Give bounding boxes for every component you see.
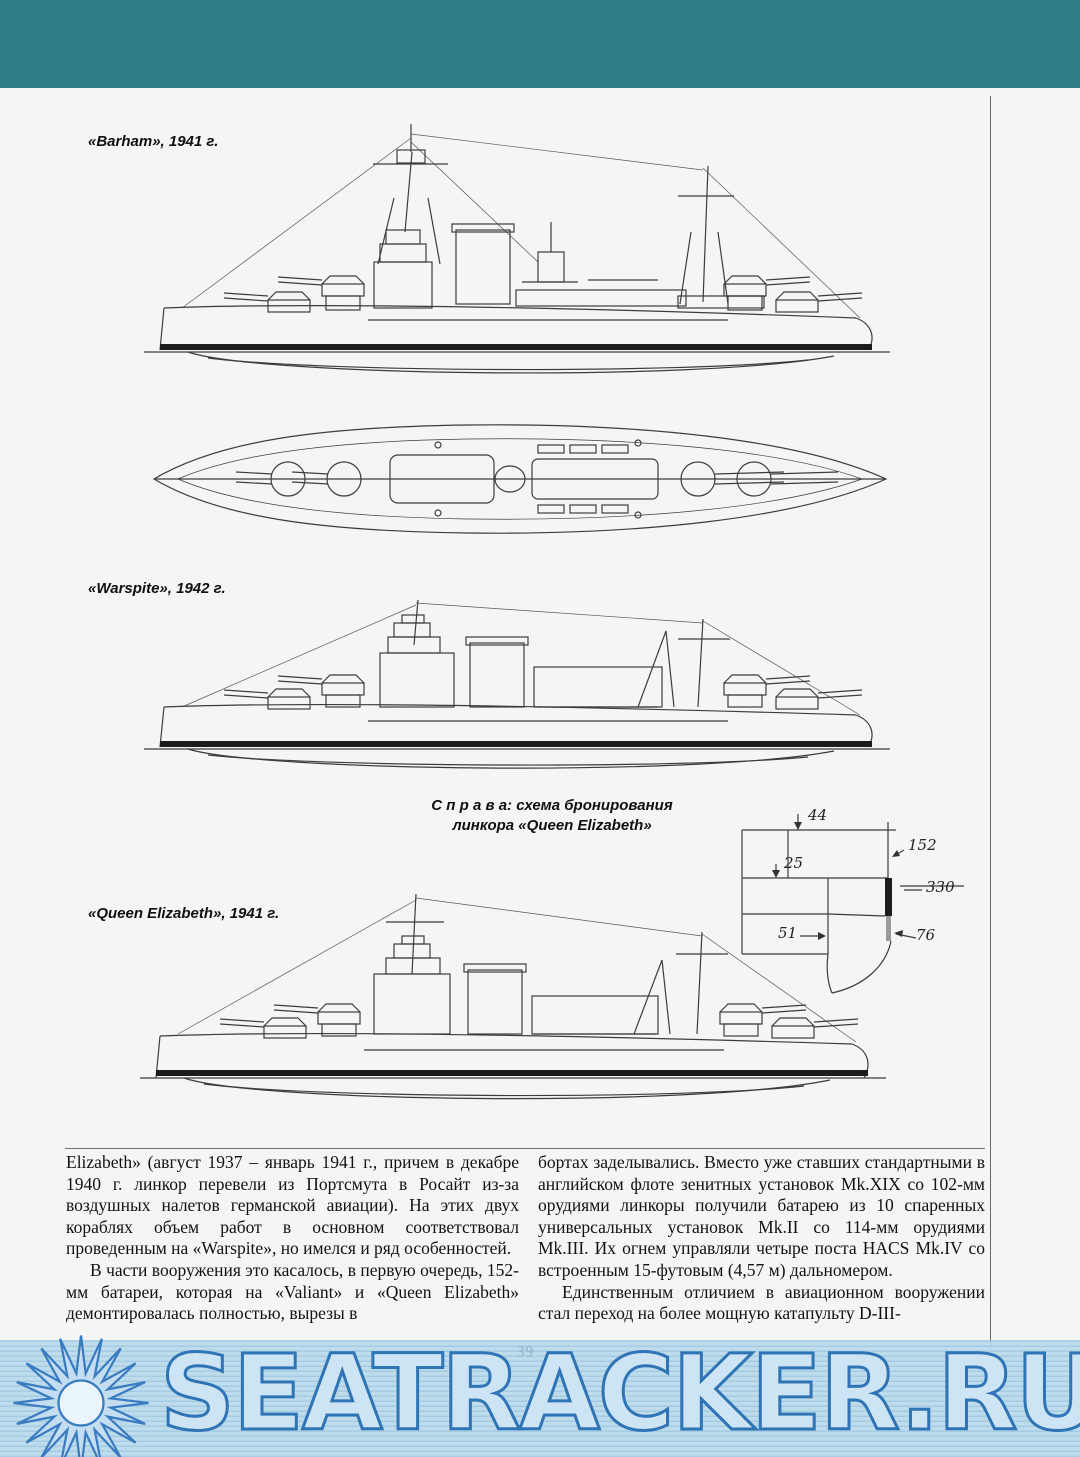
queen-elizabeth-figure-label: «Queen Elizabeth», 1941 г. (88, 905, 280, 922)
armor-scheme-lineart (741, 814, 964, 994)
queen-elizabeth-lineart (140, 893, 886, 1100)
barham-lineart (144, 124, 890, 374)
paragraph: Единственным отличием в авиационном воор… (538, 1281, 985, 1324)
article-right-column: бортах заделывались. Вместо уже ставших … (538, 1152, 985, 1325)
armor-caption-line1: С п р а в а: схема бронирования (431, 797, 673, 814)
armor-value-belt-lower: 76 (916, 926, 936, 944)
page-header-band (0, 0, 1080, 88)
armor-value-belt-main: 330 (926, 878, 955, 896)
barham-figure-label: «Barham», 1941 г. (88, 133, 219, 150)
warspite-side-profile-svg (144, 599, 890, 769)
queen-elizabeth-side-profile-drawing (114, 882, 914, 1120)
page-margin-rule (990, 96, 991, 1346)
paragraph: В части вооружения это касалось, в перву… (66, 1259, 519, 1324)
armor-value-deck-main: 25 (784, 854, 804, 872)
warspite-figure-label: «Warspite», 1942 г. (88, 580, 226, 597)
armor-caption-line2: линкора «Queen Elizabeth» (452, 817, 652, 834)
sunburst-logo-icon (13, 1335, 149, 1457)
barham-side-profile-drawing (118, 112, 918, 408)
warspite-lineart (144, 599, 890, 769)
barham-side-profile-svg (144, 124, 890, 374)
queen-elizabeth-side-profile-svg (140, 893, 886, 1100)
plan-view-svg (152, 424, 888, 534)
armor-scheme-svg (741, 814, 964, 994)
warspite-side-profile-drawing (118, 585, 918, 790)
article-left-column: Elizabeth» (август 1937 – январь 1941 г.… (66, 1152, 519, 1325)
figure-bottom-rule (65, 1148, 985, 1149)
plan-view-lineart (152, 424, 888, 534)
battleship-plan-view-drawing (138, 405, 902, 553)
watermark-text: SEATRACKER.RU (159, 1332, 1080, 1454)
armor-value-deck-upper: 44 (808, 806, 828, 824)
paragraph: бортах заделывались. Вместо уже ставших … (538, 1152, 985, 1280)
armor-value-belt-upper: 152 (908, 836, 937, 854)
armor-value-bulkhead: 51 (778, 924, 798, 942)
paragraph: Elizabeth» (август 1937 – январь 1941 г.… (66, 1152, 519, 1259)
watermark-band (0, 1340, 1080, 1457)
armor-scheme-diagram: 44 25 152 330 51 76 (728, 786, 968, 1000)
